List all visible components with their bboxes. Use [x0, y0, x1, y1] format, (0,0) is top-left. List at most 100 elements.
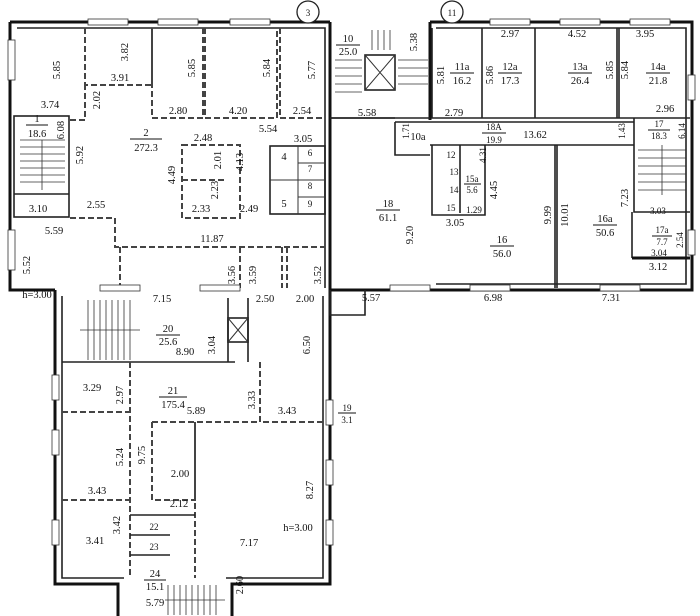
stairs [20, 30, 686, 615]
svg-text:18: 18 [383, 199, 394, 210]
axis-marker-3: 3 [296, 0, 320, 24]
walls [8, 20, 694, 616]
dimension: 3.74 [41, 100, 60, 111]
svg-text:26.4: 26.4 [571, 76, 590, 87]
room-11a: 11a 16.2 [450, 62, 474, 87]
svg-text:21.8: 21.8 [649, 76, 667, 87]
svg-text:5.6: 5.6 [466, 185, 478, 195]
room-5: 5 [281, 199, 286, 210]
dimension: 2.23 [210, 181, 221, 199]
svg-text:18A: 18A [486, 122, 502, 132]
dimension: 4.20 [229, 106, 247, 117]
dimension: 2.50 [256, 294, 274, 305]
svg-text:3: 3 [306, 8, 311, 18]
svg-text:25.0: 25.0 [339, 47, 357, 58]
svg-text:2: 2 [143, 128, 148, 139]
dimension: 7.17 [240, 538, 258, 549]
dimension: 3.43 [278, 406, 296, 417]
dimension: 9.99 [543, 206, 554, 224]
dimension: 4.49 [167, 166, 178, 184]
dimension: 10.01 [560, 203, 571, 227]
stair-1 [20, 139, 65, 190]
ceiling-height: h=3.00 [22, 290, 52, 301]
dimension: 5.79 [146, 598, 164, 609]
dimension: 2.97 [501, 29, 519, 40]
dimension: 2.79 [445, 108, 463, 119]
dimension: 7.23 [620, 189, 631, 207]
dimension: 4.45 [489, 181, 500, 199]
dimension: 3.10 [29, 204, 47, 215]
svg-text:14a: 14a [650, 62, 666, 73]
dimension: 5.24 [115, 447, 126, 466]
svg-text:10: 10 [343, 34, 354, 45]
dimension: 2.54 [675, 232, 685, 248]
dimension: 5.85 [605, 61, 616, 79]
dimension: 6.50 [302, 336, 313, 354]
dimension: 13.62 [523, 130, 547, 141]
dimension: 2.60 [235, 576, 246, 594]
dimension: 3.95 [636, 29, 654, 40]
room-7: 7 [308, 164, 313, 174]
room-19: 193.1 [338, 403, 356, 425]
dimension: 7.31 [602, 293, 620, 304]
dimension: 5.57 [362, 293, 380, 304]
dimension: 2.00 [296, 294, 314, 305]
svg-text:17: 17 [655, 119, 665, 129]
dimension: 2.49 [240, 204, 258, 215]
room-22: 22 [150, 522, 159, 532]
room-10a: 10a [410, 132, 426, 143]
ceiling-height: h=3.00 [283, 523, 313, 534]
dimension: 3.33 [247, 391, 258, 409]
svg-text:25.6: 25.6 [159, 337, 177, 348]
dimension: 3.59 [248, 266, 259, 284]
dimension: 8.27 [305, 481, 316, 499]
dimension: 3.04 [207, 335, 218, 354]
windows [7, 18, 696, 546]
dimension: 2.97 [115, 386, 126, 404]
dimension: 7.15 [153, 294, 171, 305]
dimension: 2.80 [169, 106, 187, 117]
dimension: 9.75 [137, 446, 148, 464]
svg-text:20: 20 [163, 324, 174, 335]
dimension: 1.71 [401, 123, 411, 139]
room-23: 23 [150, 542, 160, 552]
svg-text:175.4: 175.4 [161, 400, 185, 411]
room-6: 6 [308, 148, 313, 158]
dimension: 3.29 [83, 383, 101, 394]
dimension: 2.00 [171, 469, 189, 480]
dimension: 5.86 [485, 66, 496, 84]
dimension: 4.31 [478, 147, 488, 163]
dimension: 6.14 [677, 123, 687, 139]
svg-text:19.9: 19.9 [486, 135, 502, 145]
svg-text:12a: 12a [502, 62, 518, 73]
dimension: 5.77 [307, 61, 318, 79]
svg-text:272.3: 272.3 [134, 143, 158, 154]
room-18A: 18A 19.9 [482, 122, 506, 145]
dimension: 2.02 [92, 91, 103, 109]
room-2: 2 272.3 [130, 128, 162, 154]
dimension: 5.84 [262, 58, 273, 77]
dimension: 4.13 [235, 153, 246, 171]
dimension: 5.81 [436, 66, 447, 84]
dimension: 5.59 [45, 226, 63, 237]
axis-marker-11: 11 [440, 0, 464, 24]
dimension: 4.52 [568, 29, 586, 40]
dimension: 2.12 [170, 499, 188, 510]
room-12: 12 [447, 150, 456, 160]
svg-text:18.6: 18.6 [28, 129, 46, 140]
dimension: 3.52 [313, 266, 324, 284]
svg-text:24: 24 [150, 569, 161, 580]
svg-text:16.2: 16.2 [453, 76, 471, 87]
dimension: 3.03 [650, 206, 666, 216]
dimension: 5.92 [75, 146, 86, 164]
svg-text:11a: 11a [455, 62, 470, 73]
dimension: 11.87 [200, 234, 223, 245]
